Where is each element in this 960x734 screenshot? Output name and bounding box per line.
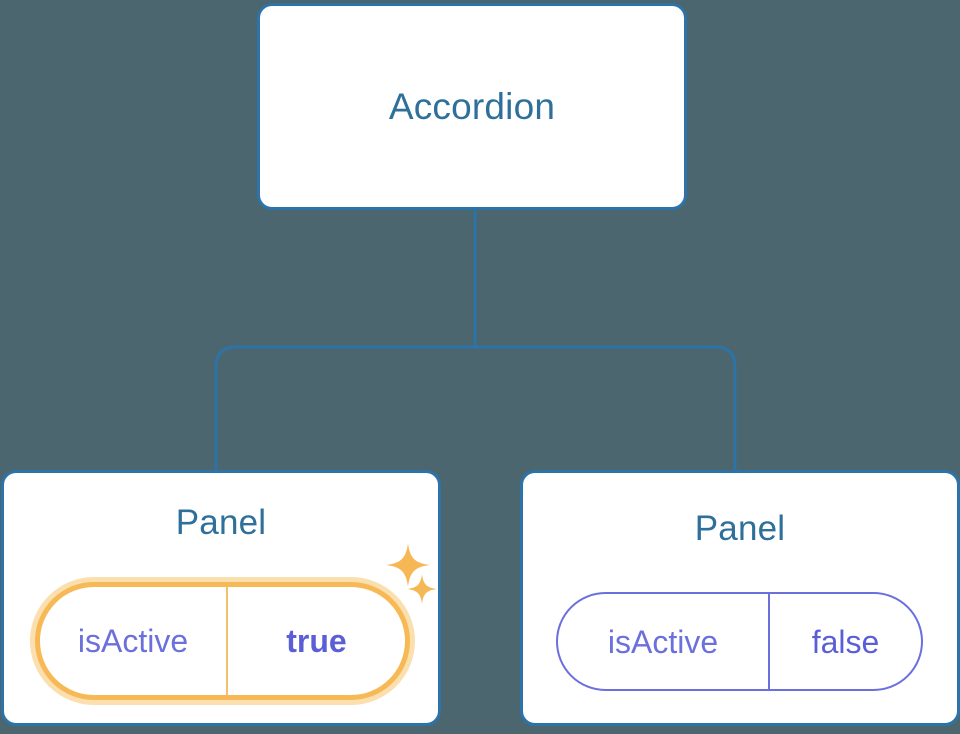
edge-accordion-to-panel-right: [475, 345, 737, 470]
prop-value-true: true: [226, 587, 405, 695]
prop-value-false: false: [768, 594, 921, 689]
node-accordion[interactable]: Accordion: [257, 3, 687, 210]
prop-pill-is-active-false[interactable]: isActive false: [556, 592, 923, 691]
node-panel-right-title: Panel: [694, 509, 786, 548]
edge-accordion-to-panel-left: [214, 345, 475, 470]
node-accordion-title: Accordion: [388, 86, 556, 127]
prop-key-is-active: isActive: [77, 623, 189, 659]
prop-pill-highlight-glow: isActive true: [30, 577, 415, 705]
prop-pill-is-active-true[interactable]: isActive true: [35, 582, 410, 700]
node-panel-left-title: Panel: [175, 503, 267, 542]
prop-key-is-active: isActive: [607, 623, 719, 660]
